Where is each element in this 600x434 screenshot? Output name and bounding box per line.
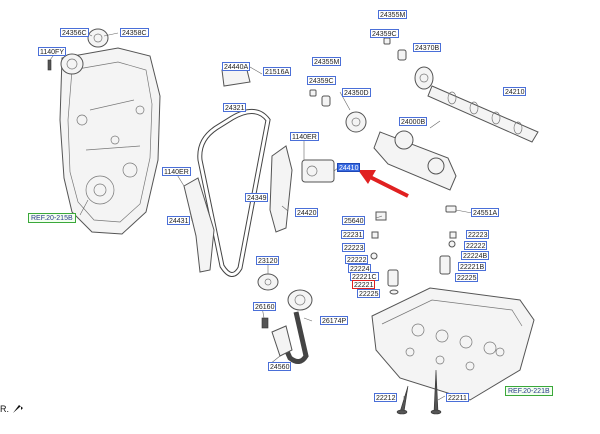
chain-guides-drawing [183,65,293,273]
part-label-22231-left[interactable]: 22231 [341,230,365,239]
part-label-22223-right[interactable]: 22223 [466,230,490,239]
corner-arrow-icon [12,405,23,413]
part-label-24000B[interactable]: 24000B [399,117,428,126]
corner-text: R. [0,404,9,414]
part-label-24370B[interactable]: 24370B [413,43,442,52]
part-label-24420[interactable]: 24420 [295,208,319,217]
part-label-24321[interactable]: 24321 [223,103,247,112]
part-label-24431[interactable]: 24431 [167,216,191,225]
part-label-24359C-mid[interactable]: 24359C [307,76,336,85]
part-label-24359C-top[interactable]: 24359C [370,29,399,38]
camshafts-drawing [345,66,539,191]
timing-chain-drawing [197,109,271,277]
part-label-1140ER-left[interactable]: 1140ER [162,167,191,176]
part-label-22223-left[interactable]: 22223 [342,243,366,252]
red-arrow-drawing [358,170,409,198]
part-label-24410-highlighted[interactable]: 24410 [337,163,361,172]
valve-train-drawing [370,205,457,295]
tensioner-drawing [301,159,335,183]
part-label-21516A[interactable]: 21516A [263,67,292,76]
corner-marker: R. [0,404,24,414]
part-label-22225-right[interactable]: 22225 [455,273,479,282]
part-label-22222-left[interactable]: 22222 [345,255,369,264]
part-label-23120[interactable]: 23120 [256,256,280,265]
part-label-1140ER-mid[interactable]: 1140ER [290,132,319,141]
part-label-22222-right[interactable]: 22222 [464,241,488,250]
part-label-24350D[interactable]: 24350D [342,88,371,97]
part-label-22221[interactable]: 22221 [352,280,376,289]
idler-pulleys-drawing [47,28,109,75]
part-label-25640[interactable]: 25640 [342,216,366,225]
part-label-22225-left[interactable]: 22225 [357,289,381,298]
part-label-22212[interactable]: 22212 [374,393,398,402]
timing-cover-drawing [59,47,161,235]
part-label-24210[interactable]: 24210 [503,87,527,96]
part-label-24355M-top[interactable]: 24355M [378,10,408,19]
part-label-22211[interactable]: 22211 [446,393,469,402]
reference-link-right[interactable]: REF.20-221B [505,386,553,396]
part-label-24356C[interactable]: 24356C [60,28,89,37]
cam-bushings-drawing [309,37,407,107]
part-label-24355M-mid[interactable]: 24355M [312,57,342,66]
part-label-24551A[interactable]: 24551A [471,208,500,217]
part-label-24349[interactable]: 24349 [245,193,269,202]
crank-parts-drawing [257,273,313,364]
part-label-26160[interactable]: 26160 [253,302,277,311]
part-label-24358C[interactable]: 24358C [120,28,149,37]
part-label-24440A[interactable]: 24440A [222,62,251,71]
part-label-22221B[interactable]: 22221B [458,262,487,271]
part-label-1140FY[interactable]: 1140FY [38,47,66,56]
part-label-24560[interactable]: 24560 [268,362,292,371]
reference-link-left[interactable]: REF.20-215B [28,213,76,223]
part-label-26174P[interactable]: 26174P [320,316,349,325]
part-label-22224B[interactable]: 22224B [461,251,490,260]
